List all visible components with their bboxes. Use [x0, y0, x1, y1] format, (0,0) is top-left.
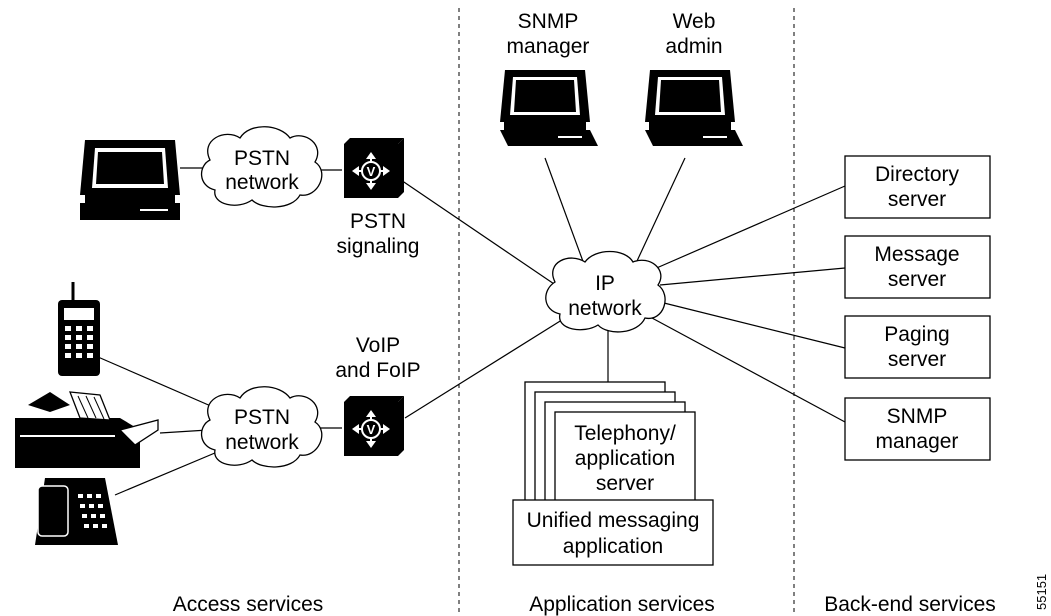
- desk-phone-icon: [35, 478, 118, 545]
- fax-machine-icon: [15, 391, 159, 468]
- message-server-line2: server: [888, 268, 946, 291]
- snmp-manager-label-line1: SNMP: [518, 10, 579, 33]
- telephony-server-line1: Telephony/: [574, 422, 676, 445]
- web-admin-label-line1: Web: [673, 10, 716, 33]
- link-ip-directory: [651, 185, 846, 271]
- column-label-access: Access services: [173, 593, 324, 616]
- link-ip-message: [659, 267, 846, 286]
- unified-messaging-line2: application: [563, 535, 663, 558]
- message-server-line1: Message: [874, 243, 959, 266]
- connection-lines: [97, 157, 846, 496]
- snmp-manager-label-line2: manager: [507, 35, 590, 58]
- message-server-box: Message server: [844, 235, 991, 299]
- link-phone-pstn: [114, 449, 223, 496]
- ip-network-cloud: IP network: [545, 250, 666, 333]
- ip-network-line2: network: [568, 297, 642, 320]
- gateway-bottom-label-line2: and FoIP: [335, 359, 420, 382]
- pstn-top-line2: network: [225, 171, 299, 194]
- link-web-ip: [629, 157, 686, 277]
- web-admin-label-line2: admin: [665, 35, 722, 58]
- snmp-manager-box: SNMP manager: [844, 397, 991, 461]
- gateway-top-symbol: V: [367, 164, 376, 179]
- column-label-application: Application services: [529, 593, 715, 616]
- snmp-workstation-icon: [500, 70, 598, 146]
- gateway-bottom-symbol: V: [367, 422, 376, 437]
- link-gateway-top-ip: [397, 177, 561, 289]
- paging-server-line2: server: [888, 348, 946, 371]
- link-gateway-bottom-ip: [404, 317, 566, 419]
- paging-server-line1: Paging: [884, 323, 949, 346]
- paging-server-box: Paging server: [844, 315, 991, 379]
- directory-server-line2: server: [888, 188, 946, 211]
- pstn-bottom-line1: PSTN: [234, 406, 290, 429]
- computer-icon: [80, 140, 180, 220]
- link-fax-pstn: [159, 429, 209, 434]
- snmp-manager-box-line2: manager: [876, 430, 959, 453]
- cellphone-icon: [58, 282, 100, 376]
- directory-server-line1: Directory: [875, 163, 960, 186]
- column-label-backend: Back-end services: [824, 593, 996, 616]
- telephony-application-server-stack: Telephony/ application server: [524, 381, 696, 511]
- ip-network-line1: IP: [595, 272, 615, 295]
- unified-messaging-line1: Unified messaging: [527, 509, 700, 532]
- snmp-manager-box-line1: SNMP: [887, 405, 948, 428]
- gateway-top-label-line2: signaling: [337, 235, 420, 258]
- link-cellphone-pstn: [97, 356, 221, 411]
- pstn-top-line1: PSTN: [234, 147, 290, 170]
- figure-id: 55151: [1034, 574, 1049, 610]
- web-admin-workstation-icon: [645, 70, 743, 146]
- gateway-bottom-icon: V: [344, 396, 404, 456]
- pstn-bottom-line2: network: [225, 431, 299, 454]
- link-snmp-ip: [544, 157, 589, 276]
- gateway-top-label-line1: PSTN: [350, 210, 406, 233]
- gateway-top-icon: V: [344, 138, 404, 198]
- link-ip-snmp2: [651, 317, 846, 423]
- link-ip-paging: [663, 302, 846, 349]
- unified-messaging-box: Unified messaging application: [512, 499, 714, 566]
- directory-server-box: Directory server: [844, 155, 991, 219]
- telephony-server-line3: server: [596, 472, 654, 495]
- gateway-bottom-label-line1: VoIP: [356, 334, 400, 357]
- pstn-cloud-bottom: PSTN network: [200, 386, 323, 468]
- pstn-cloud-top: PSTN network: [200, 126, 323, 208]
- telephony-server-line2: application: [575, 447, 675, 470]
